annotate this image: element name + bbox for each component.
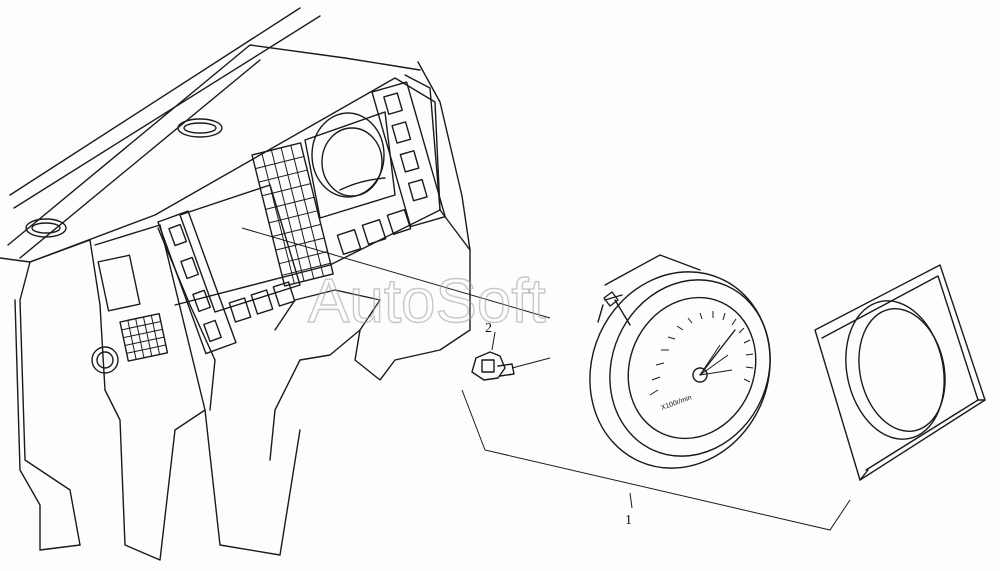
assembly-leader-line [241, 227, 551, 319]
callout-number-2: 2 [485, 321, 492, 336]
callout-bracket-1 [461, 389, 851, 531]
dashboard-panel [0, 7, 471, 561]
callout-number-1: 1 [625, 513, 632, 528]
gauge-bezel-part [814, 264, 986, 481]
gauge-unit-label: X100r/min [660, 394, 692, 412]
watermark-text: AutoSoft [308, 267, 546, 336]
bulb-socket-part [471, 331, 551, 381]
gauge-ticks [649, 311, 754, 396]
tachometer-part: X100r/min [589, 254, 771, 469]
